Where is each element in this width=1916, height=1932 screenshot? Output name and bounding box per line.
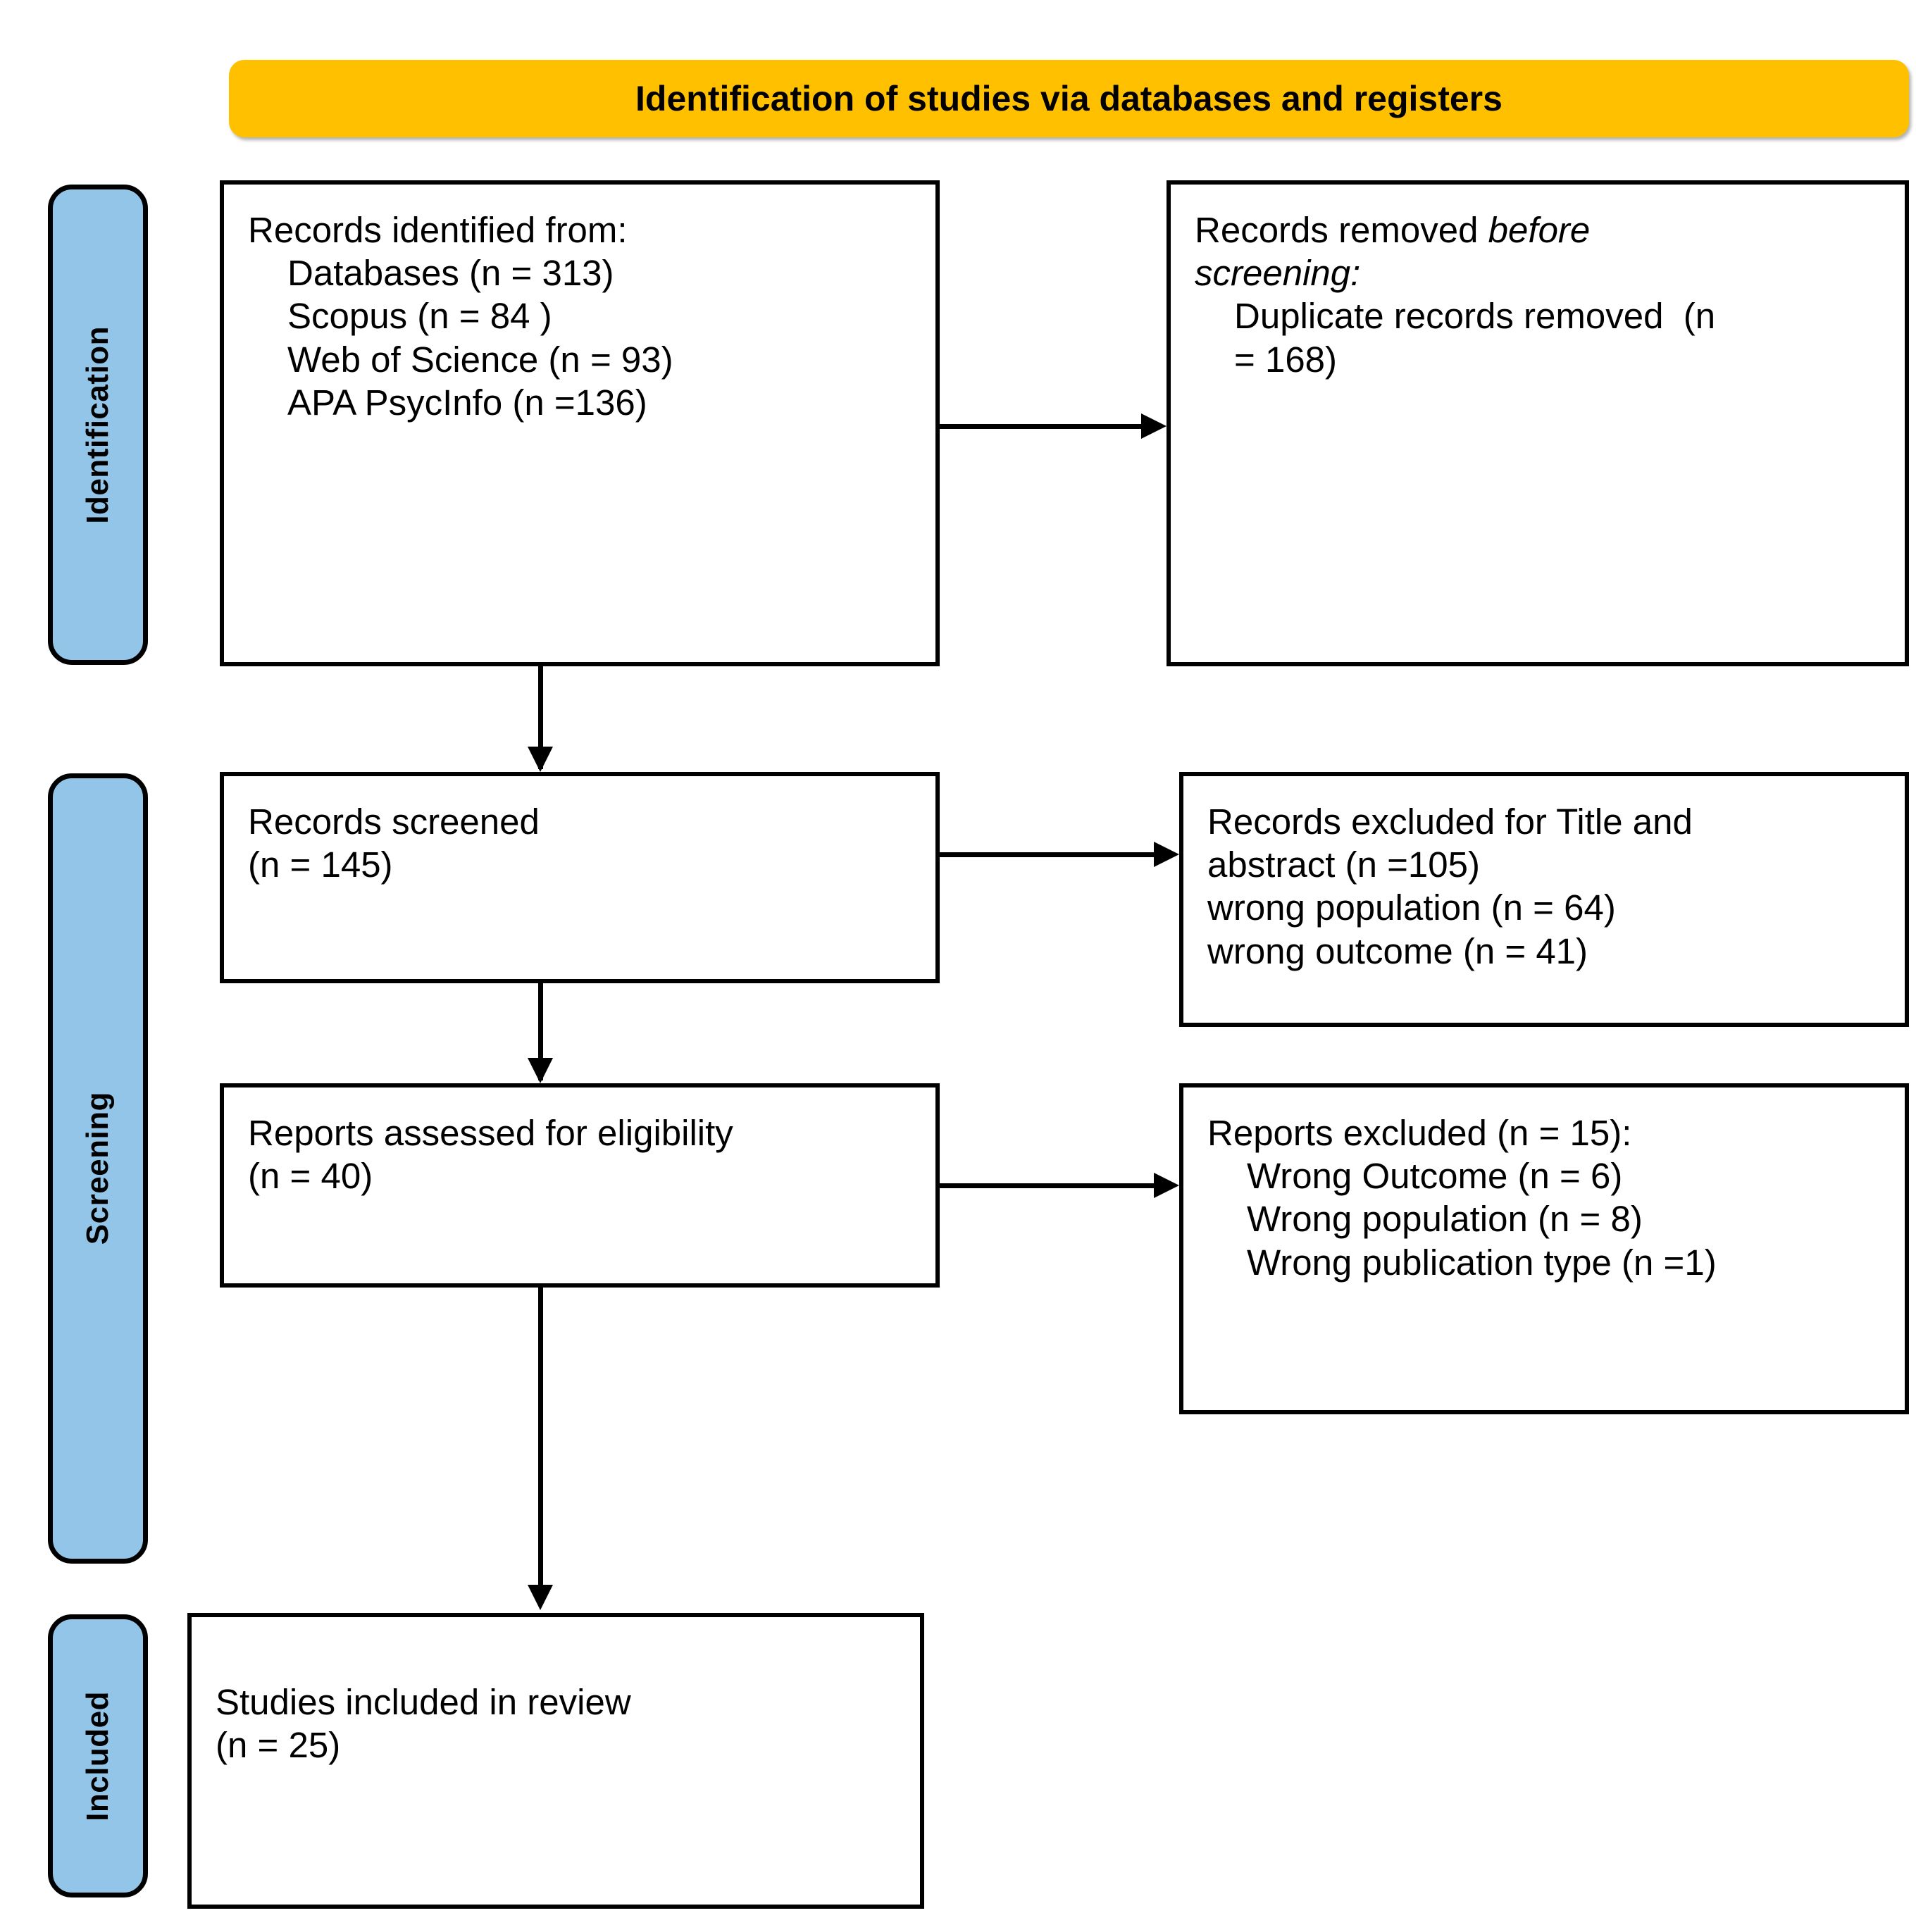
phase-pill-screening: Screening — [48, 773, 148, 1564]
arrowhead-assessed-to-included — [528, 1585, 553, 1610]
records-identified-line-4: APA PsycInfo (n =136) — [287, 382, 647, 423]
records-screened-line-1: (n = 145) — [248, 845, 393, 885]
reports-assessed-line-0: Reports assessed for eligibility — [248, 1113, 733, 1153]
reports-excluded-line-3: Wrong publication type (n =1) — [1247, 1242, 1717, 1283]
connector-screened-to-assessed — [538, 983, 543, 1080]
arrowhead-screened-to-assessed — [528, 1058, 553, 1083]
box-reports-excluded: Reports excluded (n = 15): Wrong Outcome… — [1179, 1083, 1909, 1414]
banner-title: Identification of studies via databases … — [635, 79, 1503, 118]
connector-identified-to-screened — [538, 666, 543, 769]
box-records-screened: Records screened (n = 145) — [220, 772, 940, 983]
box-records-removed: Records removed before screening: Duplic… — [1167, 180, 1909, 666]
connector-screened-to-excluded — [940, 852, 1155, 857]
records-excluded-line-1: abstract (n =105) — [1207, 845, 1480, 885]
reports-excluded-line-0: Reports excluded (n = 15): — [1207, 1113, 1632, 1153]
studies-included-line-1: (n = 25) — [216, 1725, 341, 1766]
records-identified-line-1: Databases (n = 313) — [287, 253, 614, 294]
arrowhead-identified-to-removed — [1141, 413, 1167, 439]
records-excluded-line-2: wrong population (n = 64) — [1207, 887, 1616, 928]
arrowhead-assessed-to-reports-excluded — [1154, 1173, 1179, 1198]
records-identified-line-0: Records identified from: — [248, 210, 628, 250]
phase-label-included: Included — [80, 1690, 115, 1821]
records-excluded-line-0: Records excluded for Title and — [1207, 802, 1693, 842]
arrowhead-screened-to-excluded — [1154, 842, 1179, 867]
connector-identified-to-removed — [940, 424, 1143, 429]
reports-excluded-line-2: Wrong population (n = 8) — [1247, 1199, 1643, 1240]
box-reports-assessed: Reports assessed for eligibility (n = 40… — [220, 1083, 940, 1288]
connector-assessed-to-included — [538, 1288, 543, 1596]
reports-excluded-line-1: Wrong Outcome (n = 6) — [1247, 1156, 1623, 1197]
phase-pill-identification: Identification — [48, 185, 148, 665]
records-removed-line-1: screening: — [1195, 253, 1361, 294]
records-identified-line-2: Scopus (n = 84 ) — [287, 296, 552, 337]
connector-assessed-to-reports-excluded — [940, 1183, 1155, 1188]
records-identified-line-3: Web of Science (n = 93) — [287, 339, 673, 380]
records-removed-line-3: = 168) — [1234, 339, 1338, 380]
studies-included-line-0: Studies included in review — [216, 1682, 631, 1722]
phase-label-identification: Identification — [80, 325, 115, 524]
reports-assessed-line-1: (n = 40) — [248, 1156, 373, 1197]
records-excluded-line-3: wrong outcome (n = 41) — [1207, 930, 1588, 971]
records-removed-line-2: Duplicate records removed (n — [1234, 296, 1716, 337]
box-studies-included: Studies included in review (n = 25) — [187, 1613, 924, 1909]
phase-pill-included: Included — [48, 1614, 148, 1897]
arrowhead-identified-to-screened — [528, 747, 553, 772]
records-removed-line-0: Records removed before — [1195, 210, 1591, 250]
box-records-excluded: Records excluded for Title and abstract … — [1179, 772, 1909, 1027]
box-records-identified: Records identified from: Databases (n = … — [220, 180, 940, 666]
diagram-banner: Identification of studies via databases … — [229, 60, 1909, 137]
phase-label-screening: Screening — [80, 1092, 115, 1245]
records-screened-line-0: Records screened — [248, 802, 540, 842]
